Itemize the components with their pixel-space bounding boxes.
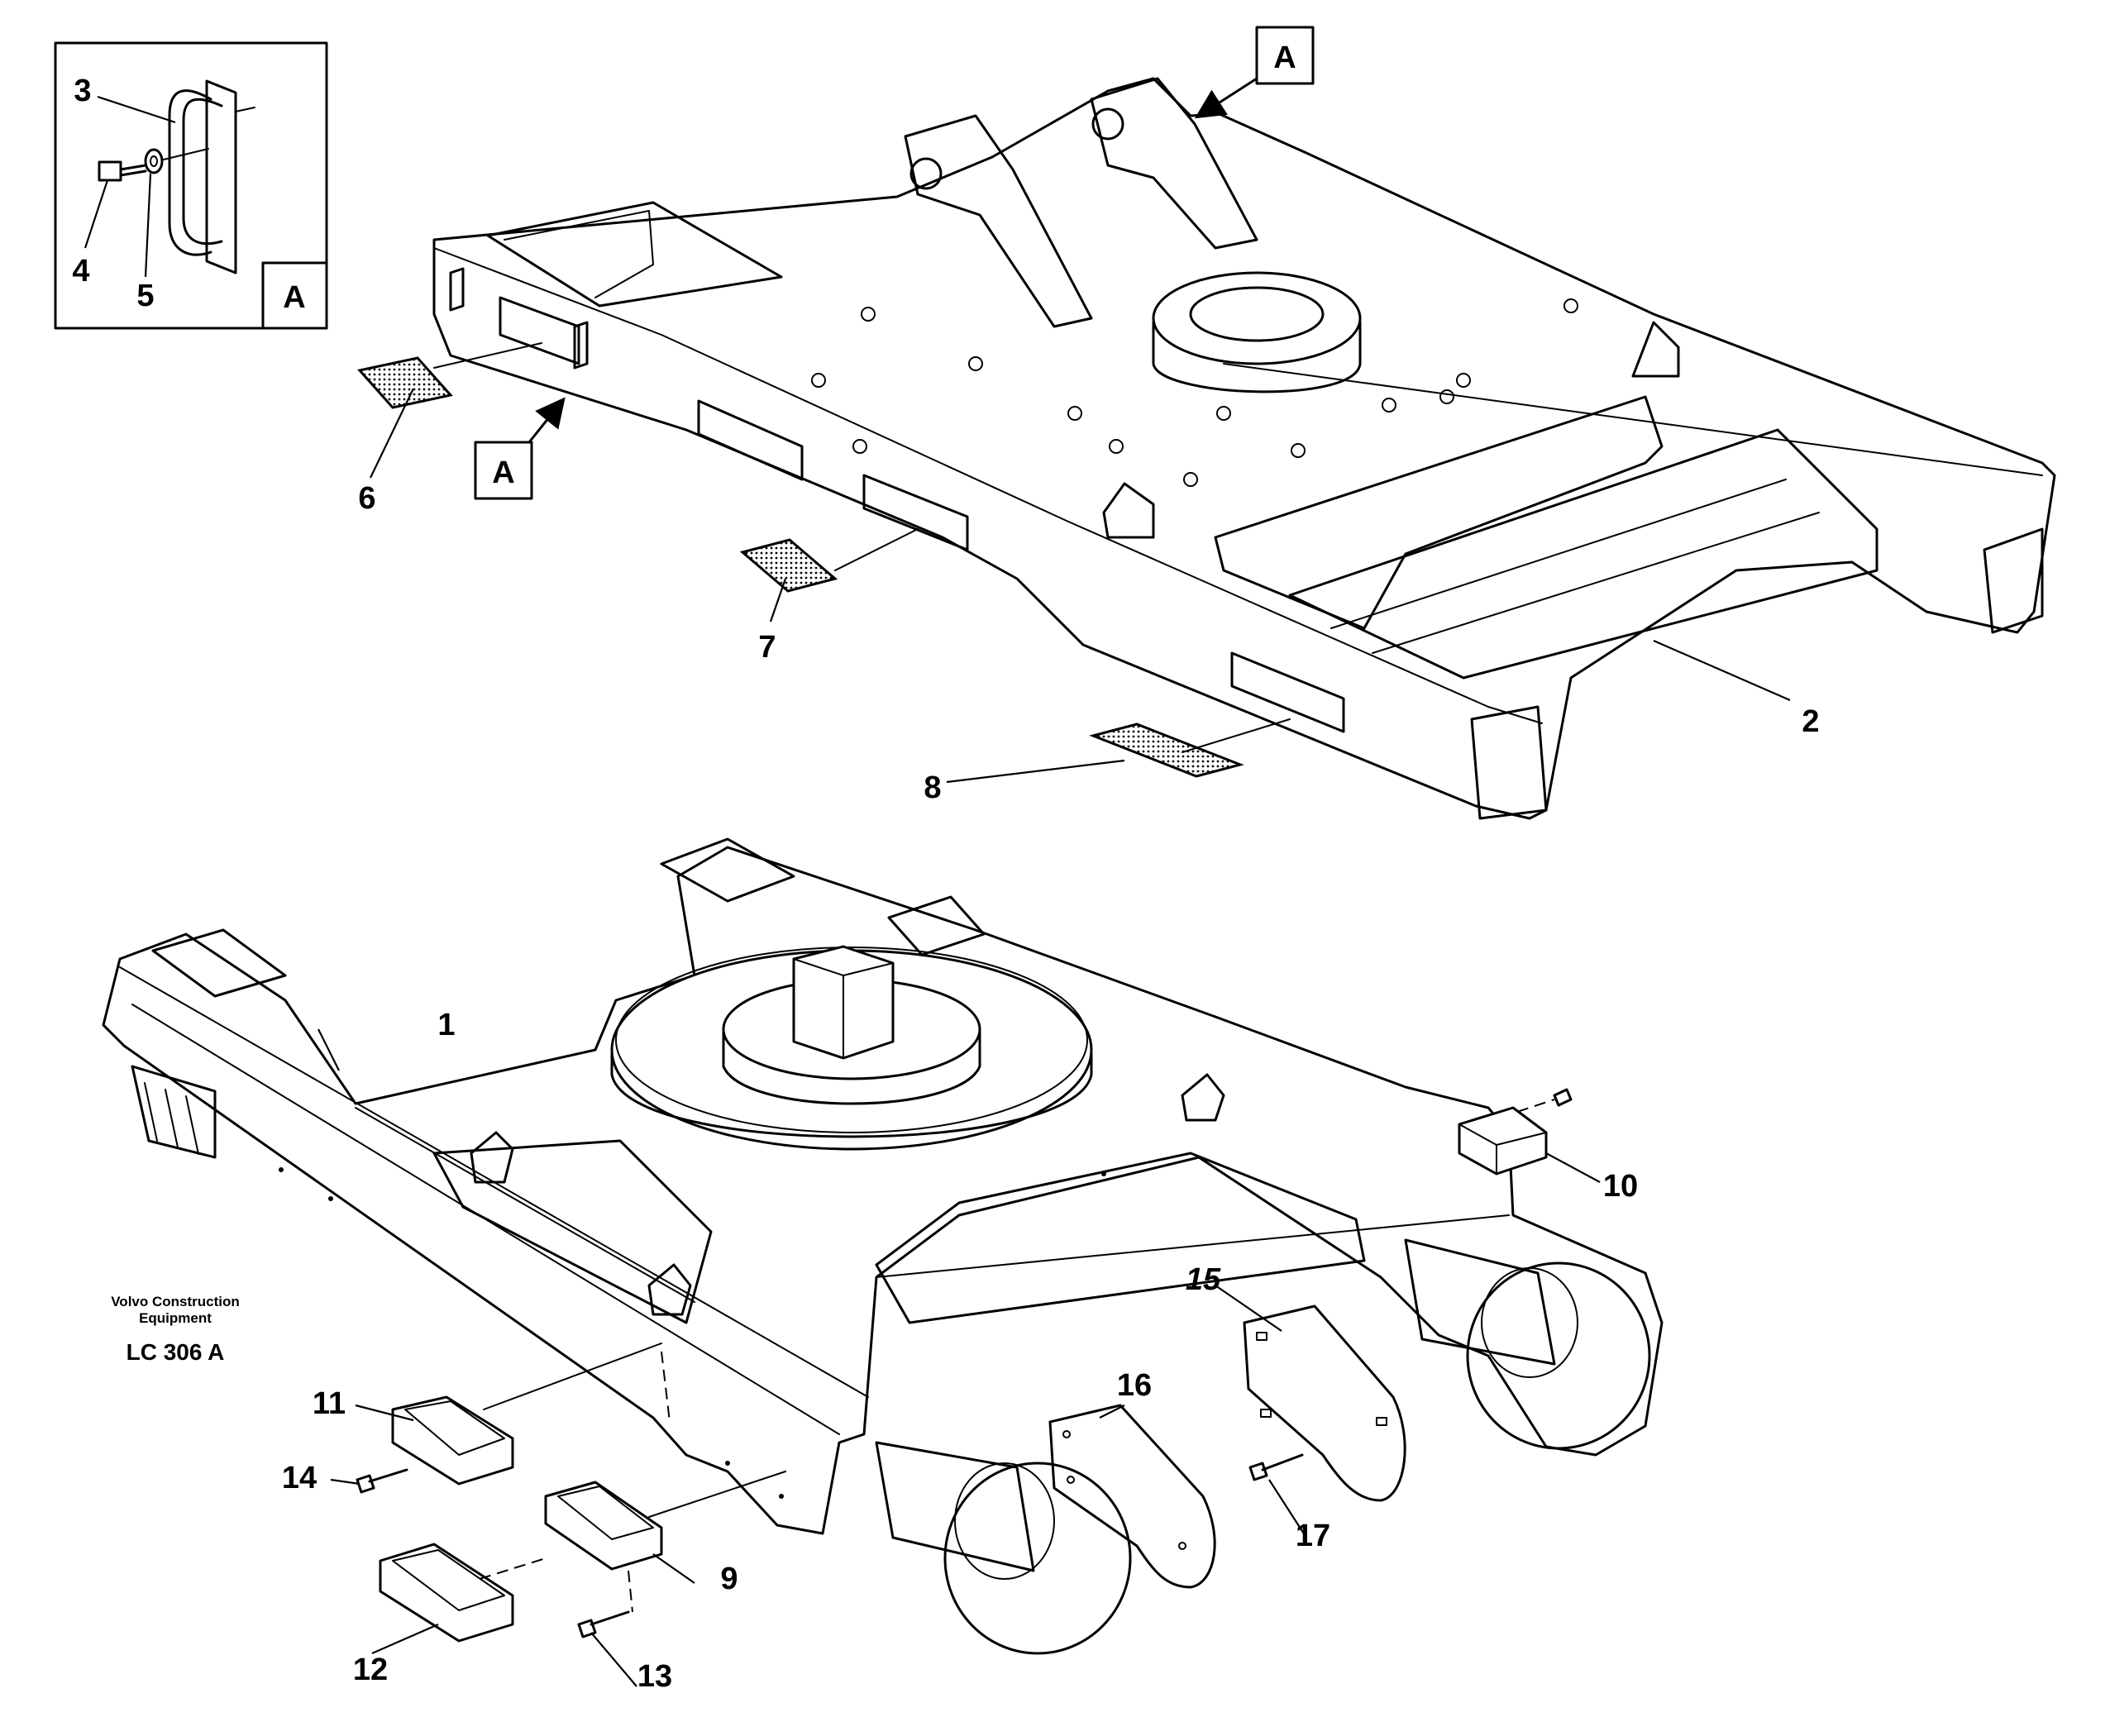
callout-12: 12 bbox=[353, 1653, 388, 1687]
bracket-part-9 bbox=[544, 1481, 663, 1571]
cover-plate-part-7 bbox=[739, 538, 838, 593]
callout-5: 5 bbox=[136, 279, 154, 313]
undercarriage-part-1 bbox=[102, 837, 1664, 1655]
cover-part-15 bbox=[1243, 1304, 1406, 1502]
bracket-part-11 bbox=[391, 1395, 514, 1486]
callout-17: 17 bbox=[1296, 1519, 1330, 1553]
frame-opening-right bbox=[875, 1152, 1366, 1324]
side-opening-2 bbox=[697, 399, 804, 481]
upper-frame-part-2 bbox=[432, 77, 2056, 820]
callout-10: 10 bbox=[1603, 1169, 1638, 1204]
rear-cutout bbox=[1214, 395, 1664, 630]
callout-15: 15 bbox=[1186, 1262, 1221, 1297]
callout-3: 3 bbox=[74, 74, 91, 108]
swivel-ring-upper bbox=[1152, 271, 1362, 365]
side-opening-3 bbox=[862, 474, 969, 551]
cover-part-16 bbox=[1048, 1404, 1216, 1589]
track-guard-left bbox=[131, 1065, 217, 1159]
detail-label-letter: A bbox=[283, 280, 305, 315]
callout-1: 1 bbox=[437, 1008, 455, 1042]
washer-part-5 bbox=[144, 148, 164, 174]
side-opening-1 bbox=[499, 296, 580, 365]
idler-wheel-left bbox=[943, 1462, 1132, 1655]
top-recess bbox=[486, 201, 783, 308]
grab-handle-part bbox=[168, 79, 255, 274]
view-arrow-top-letter: A bbox=[1273, 41, 1296, 75]
callout-6: 6 bbox=[358, 481, 375, 516]
bolt-part-14 bbox=[356, 1468, 408, 1494]
callout-16: 16 bbox=[1117, 1368, 1152, 1403]
lug-right bbox=[1181, 1073, 1225, 1122]
lifting-eye-rear bbox=[1631, 321, 1680, 378]
stopper-part-10 bbox=[1458, 1088, 1573, 1176]
boom-bracket-left bbox=[904, 114, 1093, 328]
callout-2: 2 bbox=[1802, 704, 1819, 739]
detail-frame bbox=[54, 41, 328, 330]
callout-8: 8 bbox=[924, 770, 941, 805]
callout-4: 4 bbox=[72, 254, 89, 289]
bolt-part-13 bbox=[577, 1570, 633, 1638]
lug-left bbox=[470, 1131, 514, 1184]
callout-7: 7 bbox=[758, 630, 776, 665]
maker-line-1: Volvo Construction bbox=[111, 1294, 240, 1309]
boom-bracket-right bbox=[1090, 77, 1258, 250]
callout-11: 11 bbox=[313, 1386, 346, 1421]
detail-view-a: A bbox=[54, 41, 328, 330]
callout-9: 9 bbox=[720, 1562, 738, 1596]
view-arrow-side-letter: A bbox=[492, 455, 514, 490]
bolt-heads bbox=[811, 298, 1578, 487]
cover-plate-part-6 bbox=[357, 356, 453, 409]
lifting-eye-front bbox=[1102, 482, 1155, 539]
detail-label-box bbox=[261, 261, 328, 330]
drawing-code: LC 306 A bbox=[127, 1339, 225, 1365]
frame-opening-left bbox=[432, 1139, 713, 1324]
idler-wheel-right bbox=[1466, 1261, 1651, 1450]
bolt-part-4 bbox=[98, 160, 147, 182]
maker-line-2: Equipment bbox=[139, 1310, 212, 1326]
view-arrow-top: A bbox=[1194, 26, 1315, 119]
cover-plate-part-8 bbox=[1089, 723, 1244, 778]
lug-centre bbox=[647, 1263, 692, 1316]
bracket-part-12 bbox=[379, 1543, 514, 1643]
bolt-part-17 bbox=[1248, 1453, 1304, 1481]
callout-14: 14 bbox=[282, 1461, 317, 1495]
callout-13: 13 bbox=[637, 1659, 672, 1694]
side-opening-4 bbox=[1230, 651, 1345, 733]
view-arrow-side: A bbox=[474, 397, 566, 500]
